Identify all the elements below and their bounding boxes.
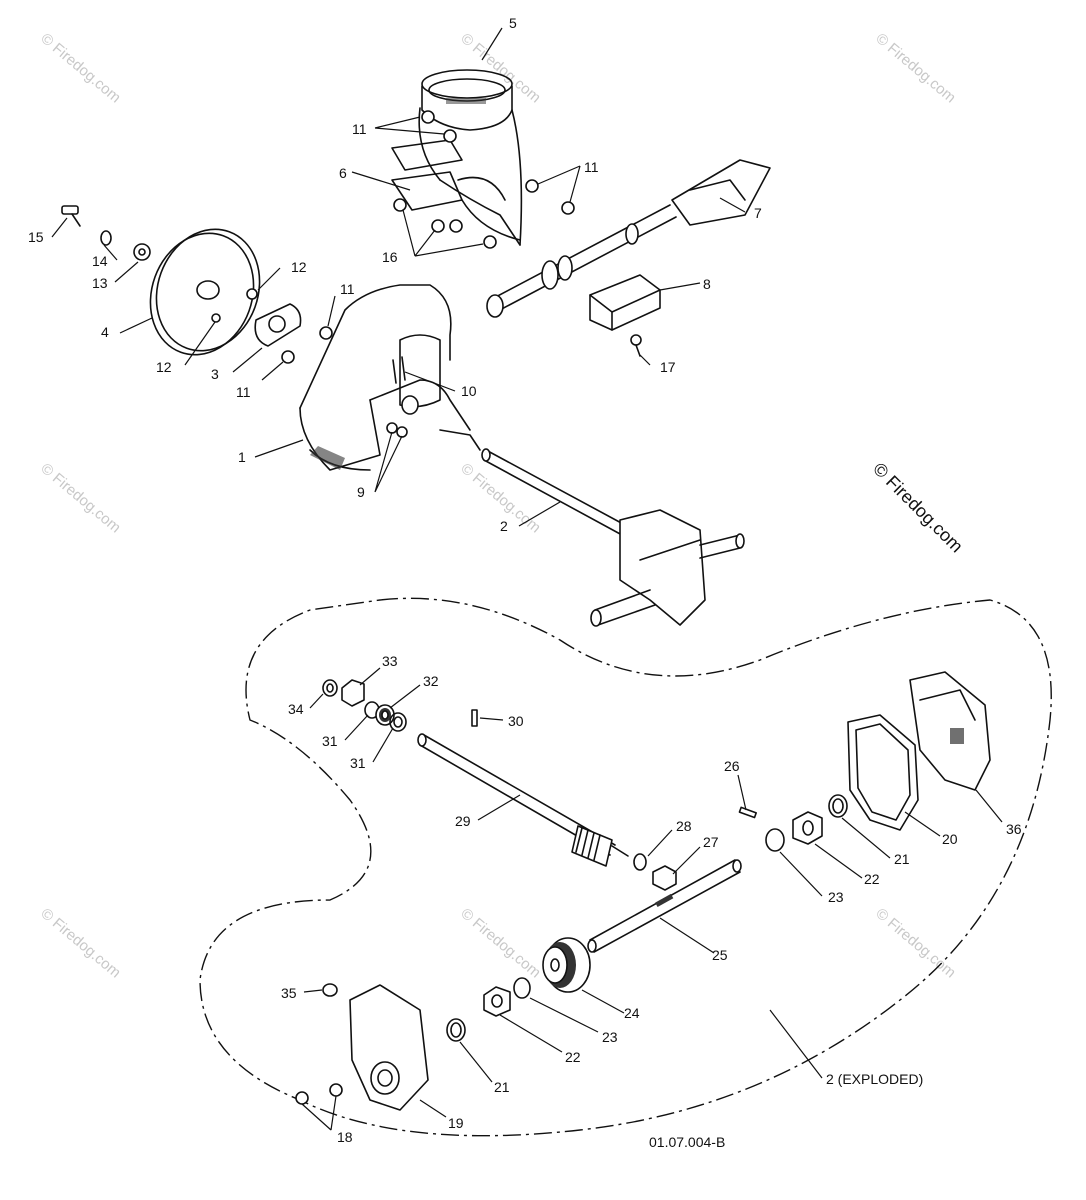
callout-21a: 21 [894,851,910,867]
bolts-part-16 [393,198,497,249]
callout-9: 9 [357,484,365,500]
callout-5: 5 [509,15,517,31]
drawing-code: 01.07.004-B [649,1134,725,1150]
nuts-part-11 [281,110,575,364]
watermark: © Firedog.com [37,30,123,106]
bushing-part-27 [652,865,677,891]
callout-12b: 12 [156,359,172,375]
callout-15: 15 [28,229,44,245]
washer-part-13 [133,243,151,261]
callout-23a: 23 [828,889,844,905]
chute-part [418,69,523,246]
callout-6: 6 [339,165,347,181]
callout-26: 26 [724,758,740,774]
exploded-view-boundary [199,597,1052,1137]
callout-31a: 31 [322,733,338,749]
leader-lines [51,27,1003,1131]
callout-24: 24 [624,1005,640,1021]
callout-11a: 11 [352,121,367,137]
washer-part-34 [322,679,338,697]
housing-half-part-19 [349,984,429,1111]
watermark: © Firedog.com [37,905,123,981]
callout-14: 14 [92,253,108,269]
callout-20: 20 [942,831,958,847]
callouts: 1 2 3 4 5 6 7 8 9 10 11 11 11 11 12 12 1… [28,15,1022,1150]
watermark: © Firedog.com [457,905,543,981]
callout-22b: 22 [565,1049,581,1065]
callout-18: 18 [337,1129,353,1145]
nut-part-14 [100,230,112,246]
callout-27: 27 [703,834,719,850]
callout-7: 7 [754,205,762,221]
callout-36: 36 [1006,821,1022,837]
callout-35: 35 [281,985,297,1001]
screw-part-17 [630,334,642,357]
callout-2: 2 [500,518,508,534]
callout-22a: 22 [864,871,880,887]
callout-8: 8 [703,276,711,292]
callout-21b: 21 [494,1079,510,1095]
watermark: © Firedog.com [37,460,123,536]
pins-part-10 [392,356,406,384]
callout-11d: 11 [236,384,251,400]
gear-part-24 [542,937,591,993]
callout-28: 28 [676,818,692,834]
housing-part-1 [299,284,481,471]
callout-13: 13 [92,275,108,291]
bolts-part-9 [386,422,408,438]
callout-11b: 11 [584,159,599,175]
callout-32: 32 [423,673,439,689]
callout-12a: 12 [291,259,307,275]
pulley-part [149,228,261,356]
callout-17: 17 [660,359,676,375]
output-shaft-part-25 [587,859,742,953]
bolts-part-12 [246,288,258,300]
bearing-part-33 [341,679,365,707]
callout-34: 34 [288,701,304,717]
flange-part-3 [254,303,302,347]
callout-19: 19 [448,1115,464,1131]
bearing-part-22b [483,986,511,1017]
vent-part-35 [322,983,338,997]
callout-25: 25 [712,947,728,963]
crank-part [486,159,771,318]
housing-half-part-36 [909,671,991,791]
seal-part-21b [446,1018,466,1042]
watermark: © Firedog.com [872,905,958,981]
key-part-30 [471,709,478,727]
washer-part-28 [633,853,647,871]
watermarks: © Firedog.com © Firedog.com © Firedog.co… [37,30,958,981]
bearing-part-22a [792,811,823,845]
callout-1: 1 [238,449,246,465]
callout-31b: 31 [350,755,366,771]
exploded-label: 2 (EXPLODED) [826,1071,923,1087]
callout-30: 30 [508,713,524,729]
washer-part-23b [513,977,531,999]
washer-part-31b [389,712,407,732]
washer-part-23a [765,828,785,852]
gearbox-assembly-part-2 [481,448,745,627]
seal-part-32 [375,704,395,726]
callout-29: 29 [455,813,471,829]
callout-33: 33 [382,653,398,669]
deflector-part [391,139,521,241]
callout-11c: 11 [340,281,355,297]
key-part-26 [738,806,758,819]
callout-23b: 23 [602,1029,618,1045]
screws-part-18 [295,1083,343,1105]
callout-4: 4 [101,324,109,340]
gasket-part-20 [847,714,919,831]
worm-shaft-part-29 [417,733,629,867]
watermark: © Firedog.com [872,30,958,106]
seal-part-21a [828,794,848,818]
bolt-part-15 [61,205,81,227]
callout-10: 10 [461,383,477,399]
copyright-notice: © Firedog.com [869,459,967,557]
callout-16: 16 [382,249,398,265]
callout-3: 3 [211,366,219,382]
bracket-part [589,274,661,331]
